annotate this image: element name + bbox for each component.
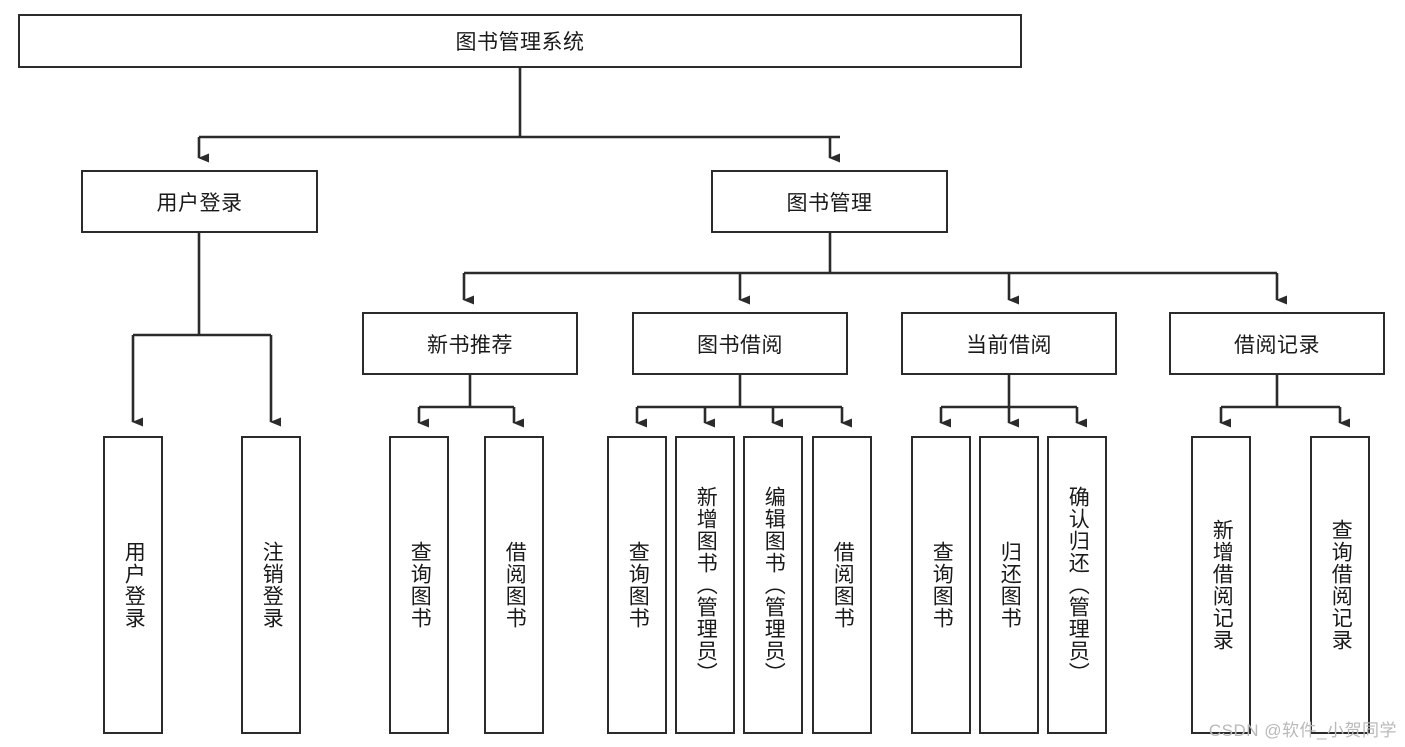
node-leaf-confirm-return[interactable]: 确认归还（管理员）: [1047, 436, 1107, 734]
node-root-label: 图书管理系统: [455, 31, 585, 54]
node-leaf-query-book-2-label: 查询图书: [626, 541, 650, 629]
node-new-book-recommend-label: 新书推荐: [427, 333, 513, 357]
node-borrow-record-label: 借阅记录: [1234, 333, 1320, 357]
node-leaf-edit-book-label: 编辑图书（管理员）: [762, 486, 786, 684]
node-leaf-query-book-3[interactable]: 查询图书: [911, 436, 971, 734]
node-leaf-query-book-2[interactable]: 查询图书: [607, 436, 667, 734]
watermark-text: CSDN @软件_小贺同学: [1208, 721, 1397, 740]
node-leaf-query-record[interactable]: 查询借阅记录: [1310, 436, 1370, 734]
node-new-book-recommend[interactable]: 新书推荐: [362, 312, 578, 375]
node-leaf-user-logout-label: 注销登录: [260, 541, 284, 629]
node-leaf-return-book[interactable]: 归还图书: [979, 436, 1039, 734]
node-leaf-user-login-label: 用户登录: [122, 541, 146, 629]
node-leaf-borrow-book-1[interactable]: 借阅图书: [484, 436, 544, 734]
node-leaf-user-logout[interactable]: 注销登录: [241, 436, 301, 734]
node-leaf-return-book-label: 归还图书: [998, 541, 1022, 629]
node-current-borrow-label: 当前借阅: [966, 333, 1052, 357]
node-root[interactable]: 图书管理系统: [18, 14, 1022, 68]
node-leaf-edit-book[interactable]: 编辑图书（管理员）: [743, 436, 803, 734]
node-book-management[interactable]: 图书管理: [711, 170, 948, 233]
node-book-management-label: 图书管理: [786, 191, 873, 215]
node-user-login[interactable]: 用户登录: [81, 170, 318, 233]
node-leaf-query-book-1-label: 查询图书: [408, 541, 432, 629]
node-leaf-add-book[interactable]: 新增图书（管理员）: [675, 436, 735, 734]
node-book-borrow[interactable]: 图书借阅: [632, 312, 848, 375]
node-leaf-add-record-label: 新增借阅记录: [1210, 519, 1234, 651]
node-borrow-record[interactable]: 借阅记录: [1169, 312, 1385, 375]
node-leaf-query-book-3-label: 查询图书: [930, 541, 954, 629]
node-user-login-label: 用户登录: [156, 191, 243, 215]
node-leaf-query-record-label: 查询借阅记录: [1329, 519, 1353, 651]
node-leaf-confirm-return-label: 确认归还（管理员）: [1066, 486, 1090, 684]
node-book-borrow-label: 图书借阅: [697, 333, 783, 357]
node-leaf-borrow-book-2[interactable]: 借阅图书: [812, 436, 872, 734]
node-leaf-query-book-1[interactable]: 查询图书: [389, 436, 449, 734]
node-leaf-borrow-book-2-label: 借阅图书: [831, 541, 855, 629]
node-leaf-borrow-book-1-label: 借阅图书: [503, 541, 527, 629]
node-leaf-user-login[interactable]: 用户登录: [103, 436, 163, 734]
node-leaf-add-record[interactable]: 新增借阅记录: [1191, 436, 1251, 734]
node-current-borrow[interactable]: 当前借阅: [901, 312, 1117, 375]
node-leaf-add-book-label: 新增图书（管理员）: [694, 486, 718, 684]
